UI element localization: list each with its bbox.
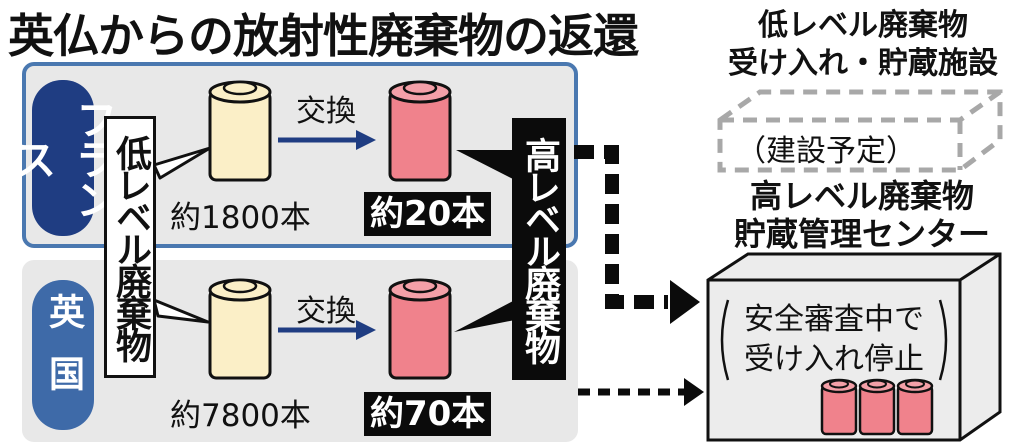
france-low-count: 約1800本 [170,200,311,236]
uk-transfer-arrow [578,378,704,406]
low-facility-planned-note: （建設予定） [736,134,916,169]
low-facility-title-line1: 低レベル廃棄物 [758,8,968,43]
high-center-title-line1: 高レベル廃棄物 [749,177,974,215]
high-center-status-line2: 受け入れ停止 [744,342,924,377]
low-facility-title-line2: 受け入れ・貯蔵施設 [728,46,998,81]
france-transfer-arrow [574,145,700,324]
france-high-count: 約20本 [364,192,492,236]
france-exchange-text: 交換 [296,94,356,129]
high-center-title-line2: 貯蔵管理センター [733,215,990,253]
low-label-pointers [152,146,212,324]
uk-high-count: 約70本 [364,392,492,436]
high-label-pointers [454,150,515,332]
uk-low-count: 約7800本 [170,398,311,434]
stored-canisters-icon [820,378,934,436]
uk-exchange-text: 交換 [296,294,356,329]
france-low-canister-icon [208,80,272,182]
uk-badge: 英国 [32,280,94,430]
uk-low-canister-icon [208,278,272,380]
high-center-status-line1: 安全審査中で [744,302,924,337]
uk-high-canister-icon [388,278,452,380]
high-level-waste-label: 高レベル廃棄物 [512,118,566,380]
planned-facility-outline [717,89,1003,173]
low-level-waste-label: 低レベル廃棄物 [104,116,156,378]
france-badge: フランス [8,80,118,236]
france-high-canister-icon [388,80,452,182]
page-title: 英仏からの放射性廃棄物の返還 [8,9,639,63]
